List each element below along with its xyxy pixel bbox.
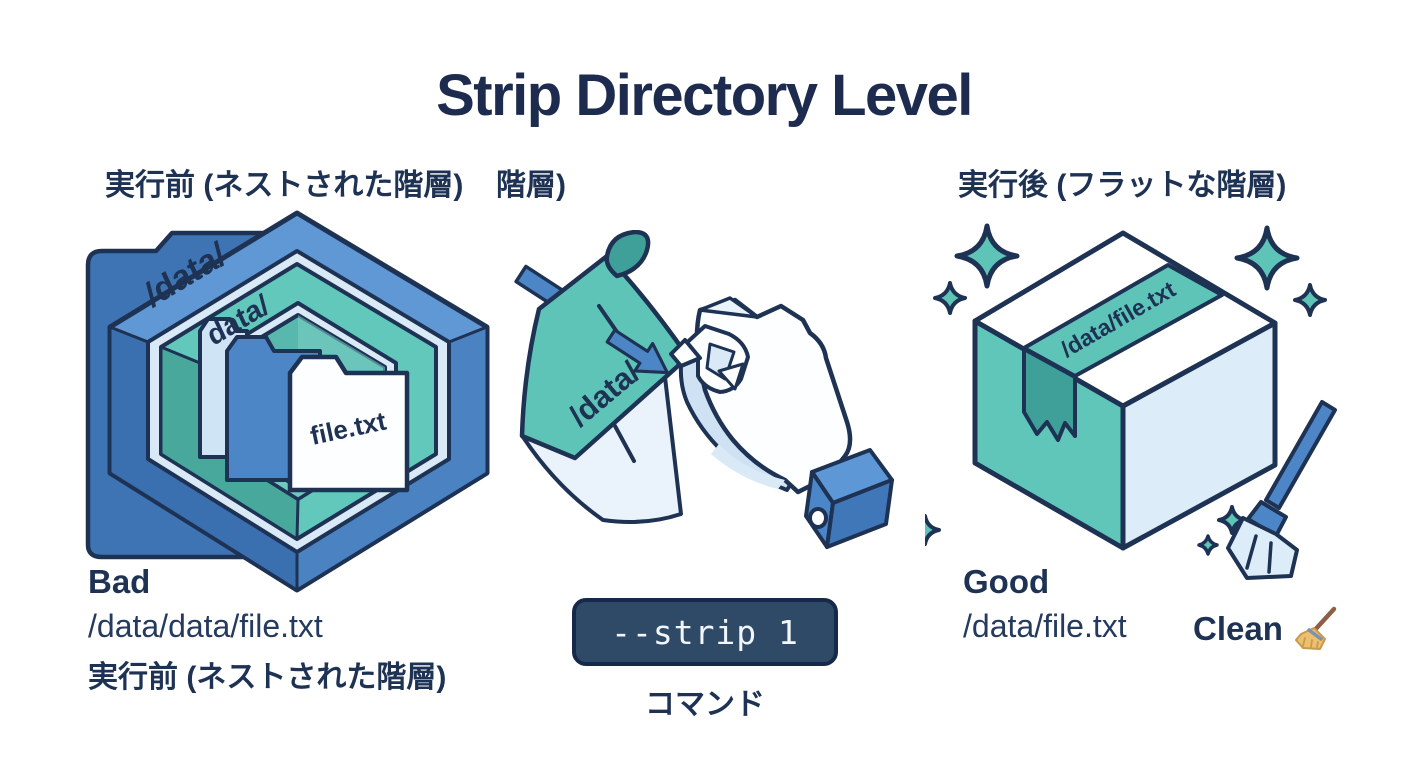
sparkle-icon — [1217, 505, 1247, 535]
thumb-tip — [669, 338, 702, 368]
code-chip: --strip 1 — [572, 598, 838, 666]
peel-arrow-icon — [605, 328, 669, 375]
clean-box-illustration: /data/file.txt — [925, 223, 1337, 580]
clean-label-group: Clean — [1193, 606, 1339, 652]
broom-bristles — [1226, 516, 1299, 580]
clean-label: Clean — [1193, 610, 1283, 647]
verdict-bad: Bad — [88, 563, 151, 600]
sticker-mark — [597, 304, 619, 334]
code-text: --strip 1 — [611, 612, 799, 652]
before-heading: 実行前 (ネストされた階層) — [105, 169, 464, 202]
sparkle-icon — [925, 514, 941, 546]
nested-folders-illustration: file.txt /data/ data/ — [85, 210, 490, 593]
broom-bristle-line — [1267, 541, 1273, 574]
after-heading: 実行後 (フラットな階層) — [958, 169, 1287, 202]
path-before: /data/data/file.txt — [88, 608, 323, 644]
broom-icon-handle — [1310, 606, 1337, 635]
finger-fold — [717, 362, 745, 391]
cuff-button — [808, 507, 828, 529]
sticker-curl — [604, 230, 651, 279]
broom-icon-strands — [1301, 637, 1319, 648]
sparkle-icon — [954, 223, 1020, 289]
file-folder — [287, 354, 410, 493]
cuff-right — [825, 478, 894, 549]
peel-hand-illustration: /data/ — [514, 230, 894, 549]
sparkle-icon — [1293, 283, 1327, 317]
path-after: /data/file.txt — [963, 608, 1127, 644]
sparkle-icon — [1197, 534, 1219, 556]
hand-palm — [694, 297, 853, 495]
page-title: Strip Directory Level — [436, 63, 973, 128]
before-caption: 実行前 (ネストされた階層) — [88, 661, 447, 694]
sheet-mark — [613, 424, 636, 463]
verdict-good: Good — [963, 563, 1050, 600]
peeled-sticker — [519, 253, 691, 461]
command-caption: コマンド — [645, 688, 765, 721]
broom-handle — [1264, 400, 1337, 510]
hand-shade — [711, 444, 785, 489]
sparkle-icon — [1234, 225, 1300, 291]
broom-bristle-line — [1245, 534, 1258, 570]
before-heading-artifact: 階層) — [496, 169, 566, 202]
box-tape-hanging — [1022, 347, 1077, 442]
hand-sheet-corner — [698, 296, 759, 319]
sparkle-icon — [933, 281, 967, 315]
broom-icon-band — [1307, 628, 1323, 641]
broom-icon — [1294, 606, 1337, 650]
